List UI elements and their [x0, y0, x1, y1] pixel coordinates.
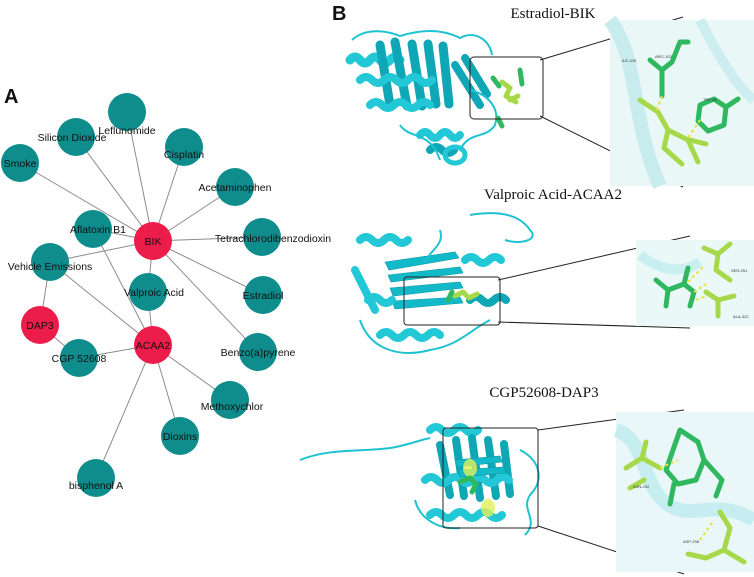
network-node-benzo: Benzo(a)pyrene: [221, 333, 296, 371]
network-node-label: ACAA2: [136, 340, 171, 352]
protein-structure-acaa2: [351, 212, 534, 354]
network-node-smoke: Smoke: [1, 144, 39, 182]
target-node-circle: [134, 222, 172, 260]
network-node-label: Valproic Acid: [124, 287, 184, 299]
network-node-silicon: Silicon Dioxide: [38, 118, 107, 156]
compound-node-circle: [243, 218, 281, 256]
compound-node-circle: [239, 333, 277, 371]
network-graph: Smoke Silicon DioxideLeflunomideCisplatin…: [1, 93, 331, 497]
network-node-dap3: DAP3: [21, 306, 59, 344]
compound-node-circle: [1, 144, 39, 182]
network-edge: [152, 240, 264, 296]
network-edge: [49, 261, 154, 346]
binding-site-closeup-bik: ILE-109 ARG-102 TRP-84: [604, 15, 754, 189]
network-edge: [152, 240, 259, 353]
network-node-label: bisphenol A: [69, 480, 123, 492]
compound-node-circle: [129, 273, 167, 311]
protein-structure-dap3: [299, 423, 540, 536]
network-node-methoxychlor: Methoxychlor: [201, 381, 264, 419]
network-node-valproic: Valproic Acid: [124, 273, 184, 311]
docking-title-estradiol-bik: Estradiol-BIK: [511, 6, 596, 22]
zoom-box-dap3: [442, 427, 539, 529]
docking-title-cgp52608-dap3: CGP52608-DAP3: [489, 385, 598, 401]
network-edge: [126, 111, 154, 242]
binding-site-closeup-acaa2: SER-251 ALA-322: [636, 240, 754, 326]
network-node-aflatoxin: Aflatoxin B1: [70, 210, 126, 248]
compound-node-circle: [211, 381, 249, 419]
compound-node-circle: [77, 459, 115, 497]
residue-label: ASN-292: [633, 484, 650, 489]
binding-site-closeup-dap3: ASN-292 ASP-238: [613, 412, 754, 572]
network-edge: [19, 162, 154, 242]
network-node-leflunomide: Leflunomide: [98, 93, 156, 137]
network-node-label: Benzo(a)pyrene: [221, 347, 296, 359]
zoom-line-bottom: [497, 321, 691, 329]
docking-panel-valproic-acaa2: Valproic Acid-ACAA2 SER-251 ALA-322: [351, 187, 754, 354]
network-edge: [92, 228, 154, 346]
compound-node-circle: [161, 417, 199, 455]
panel-b-label: B: [332, 3, 346, 25]
network-node-label: Leflunomide: [98, 125, 155, 137]
docking-title-valproic-acaa2: Valproic Acid-ACAA2: [484, 187, 622, 203]
residue-label: SER-251: [731, 268, 748, 273]
network-node-label: DAP3: [26, 320, 54, 332]
residue-label: ILE-109: [622, 58, 637, 63]
residue-label: ARG-102: [655, 54, 672, 59]
compound-node-circle: [165, 128, 203, 166]
network-node-estradiol: Estradiol: [243, 276, 284, 314]
network-nodes: Smoke Silicon DioxideLeflunomideCisplatin…: [1, 93, 331, 497]
panel-a-label: A: [4, 86, 18, 108]
network-node-label: Estradiol: [243, 290, 284, 302]
network-node-acetaminophen: Acetaminophen: [199, 168, 272, 206]
residue-label: ALA-322: [733, 314, 749, 319]
network-node-label: Smoke: [4, 158, 37, 170]
network-node-label: CGP 52608: [52, 353, 107, 365]
target-node-circle: [21, 306, 59, 344]
network-node-vehicle: Vehicle Emissions: [8, 243, 93, 281]
network-node-tcdd: Tetrachlorodibenzodioxin: [215, 218, 331, 256]
network-node-label: Vehicle Emissions: [8, 261, 93, 273]
network-node-bik: BIK: [134, 222, 172, 260]
network-node-acaa2: ACAA2: [134, 326, 172, 364]
compound-node-circle: [74, 210, 112, 248]
docking-panel-estradiol-bik: Estradiol-BIK ILE-109 ARG: [345, 6, 754, 189]
network-node-cgp: CGP 52608: [52, 339, 107, 377]
network-node-label: Tetrachlorodibenzodioxin: [215, 233, 331, 245]
compound-node-circle: [108, 93, 146, 131]
target-node-circle: [134, 326, 172, 364]
network-edge: [75, 136, 154, 242]
network-node-label: BIK: [145, 236, 162, 248]
compound-node-circle: [60, 339, 98, 377]
network-node-bisphenol: bisphenol A: [69, 459, 123, 497]
network-node-label: Aflatoxin B1: [70, 224, 126, 236]
residue-label: TRP-84: [703, 97, 718, 102]
compound-node-circle: [216, 168, 254, 206]
network-node-label: Acetaminophen: [199, 182, 272, 194]
network-node-label: Cisplatin: [164, 149, 204, 161]
compound-node-circle: [57, 118, 95, 156]
network-node-label: Dioxins: [163, 431, 197, 443]
network-edge: [95, 344, 154, 479]
zoom-box-bik: [469, 56, 544, 120]
residue-label: ASP-238: [683, 539, 700, 544]
zoom-box-acaa2: [403, 276, 501, 326]
protein-structure-bik: [345, 30, 525, 166]
compound-node-circle: [31, 243, 69, 281]
network-node-label: Silicon Dioxide: [38, 132, 107, 144]
docking-panel-cgp52608-dap3: CGP52608-DAP3 ASN-292 ASP-238: [299, 385, 754, 575]
network-node-label: Methoxychlor: [201, 401, 264, 413]
compound-node-circle: [244, 276, 282, 314]
network-node-cisplatin: Cisplatin: [164, 128, 204, 166]
network-node-dioxins: Dioxins: [161, 417, 199, 455]
